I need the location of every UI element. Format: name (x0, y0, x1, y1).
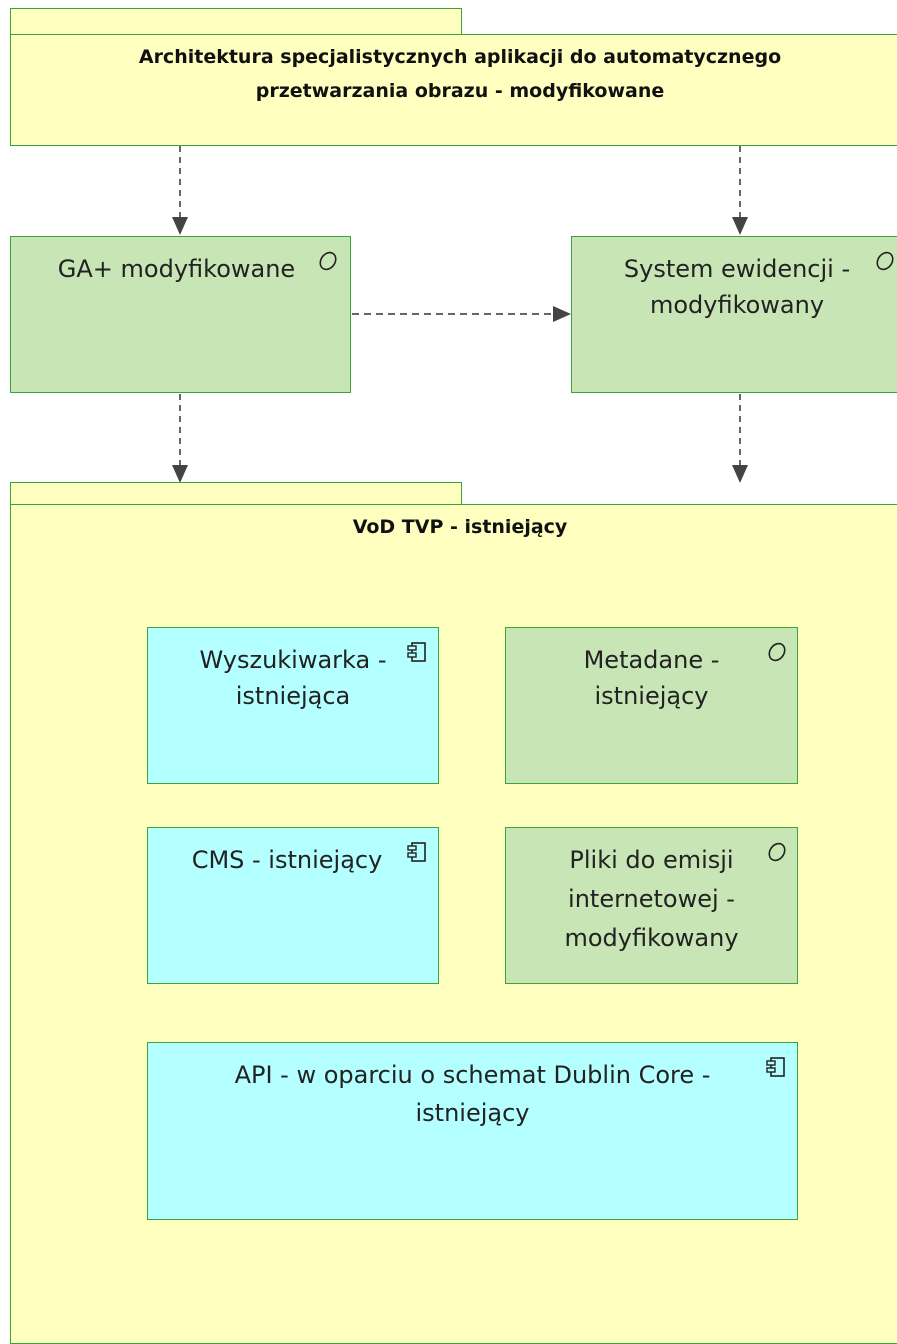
metadane-line1: Metadane - (583, 646, 720, 674)
architecture-group[interactable]: Architektura specjalistycznych aplikacji… (10, 34, 897, 146)
service-icon (319, 251, 337, 271)
pliki-line1: Pliki do emisji (569, 846, 734, 874)
pliki-service[interactable]: Pliki do emisji internetowej - modyfikow… (505, 827, 798, 984)
pliki-line2: internetowej - (568, 885, 735, 913)
architecture-title-line2: przetwarzania obrazu - modyfikowane (255, 80, 665, 102)
component-icon (407, 642, 426, 662)
component-icon (766, 1057, 785, 1077)
cms-label: CMS - istniejący (191, 846, 383, 874)
metadane-service[interactable]: Metadane - istniejący (505, 627, 798, 784)
wyszukiwarka-component[interactable]: Wyszukiwarka - istniejąca (147, 627, 439, 784)
system-ewidencji-line2: modyfikowany (649, 291, 825, 319)
metadane-line2: istniejący (594, 682, 709, 710)
component-icon (407, 842, 426, 862)
architecture-title-line1: Architektura specjalistycznych aplikacji… (138, 46, 782, 68)
vod-title: VoD TVP - istniejący (352, 516, 568, 538)
system-ewidencji-line1: System ewidencji - (623, 255, 851, 283)
service-icon (876, 251, 894, 271)
api-line2: istniejący (415, 1099, 530, 1127)
pliki-line3: modyfikowany (564, 924, 739, 952)
wyszukiwarka-line2: istniejąca (235, 682, 351, 710)
service-icon (768, 642, 786, 662)
ga-plus-label: GA+ modyfikowane (57, 255, 296, 283)
system-ewidencji-service[interactable]: System ewidencji - modyfikowany (571, 236, 897, 393)
ga-plus-service[interactable]: GA+ modyfikowane (10, 236, 351, 393)
vod-group-tab (10, 482, 462, 506)
architecture-group-tab (10, 8, 462, 36)
wyszukiwarka-line1: Wyszukiwarka - (199, 646, 387, 674)
api-component[interactable]: API - w oparciu o schemat Dublin Core - … (147, 1042, 798, 1220)
api-line1: API - w oparciu o schemat Dublin Core - (234, 1061, 711, 1089)
cms-component[interactable]: CMS - istniejący (147, 827, 439, 984)
service-icon (768, 842, 786, 862)
